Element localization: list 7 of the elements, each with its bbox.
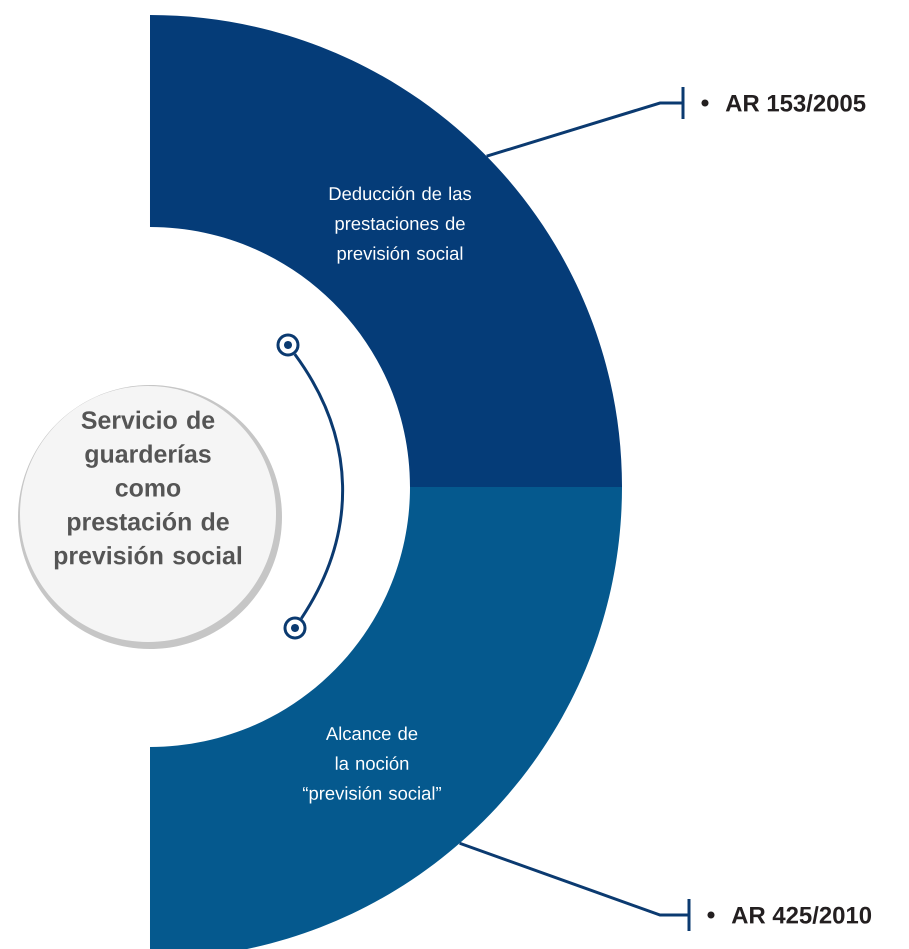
bar-connector bbox=[486, 87, 684, 158]
bar-connector bbox=[459, 842, 690, 931]
target-marker bbox=[284, 616, 306, 640]
target-marker bbox=[276, 334, 300, 356]
reference-label: AR 425/2010 bbox=[732, 906, 872, 924]
reference-label: AR 153/2005 bbox=[726, 94, 866, 112]
arc-line bbox=[294, 353, 344, 620]
